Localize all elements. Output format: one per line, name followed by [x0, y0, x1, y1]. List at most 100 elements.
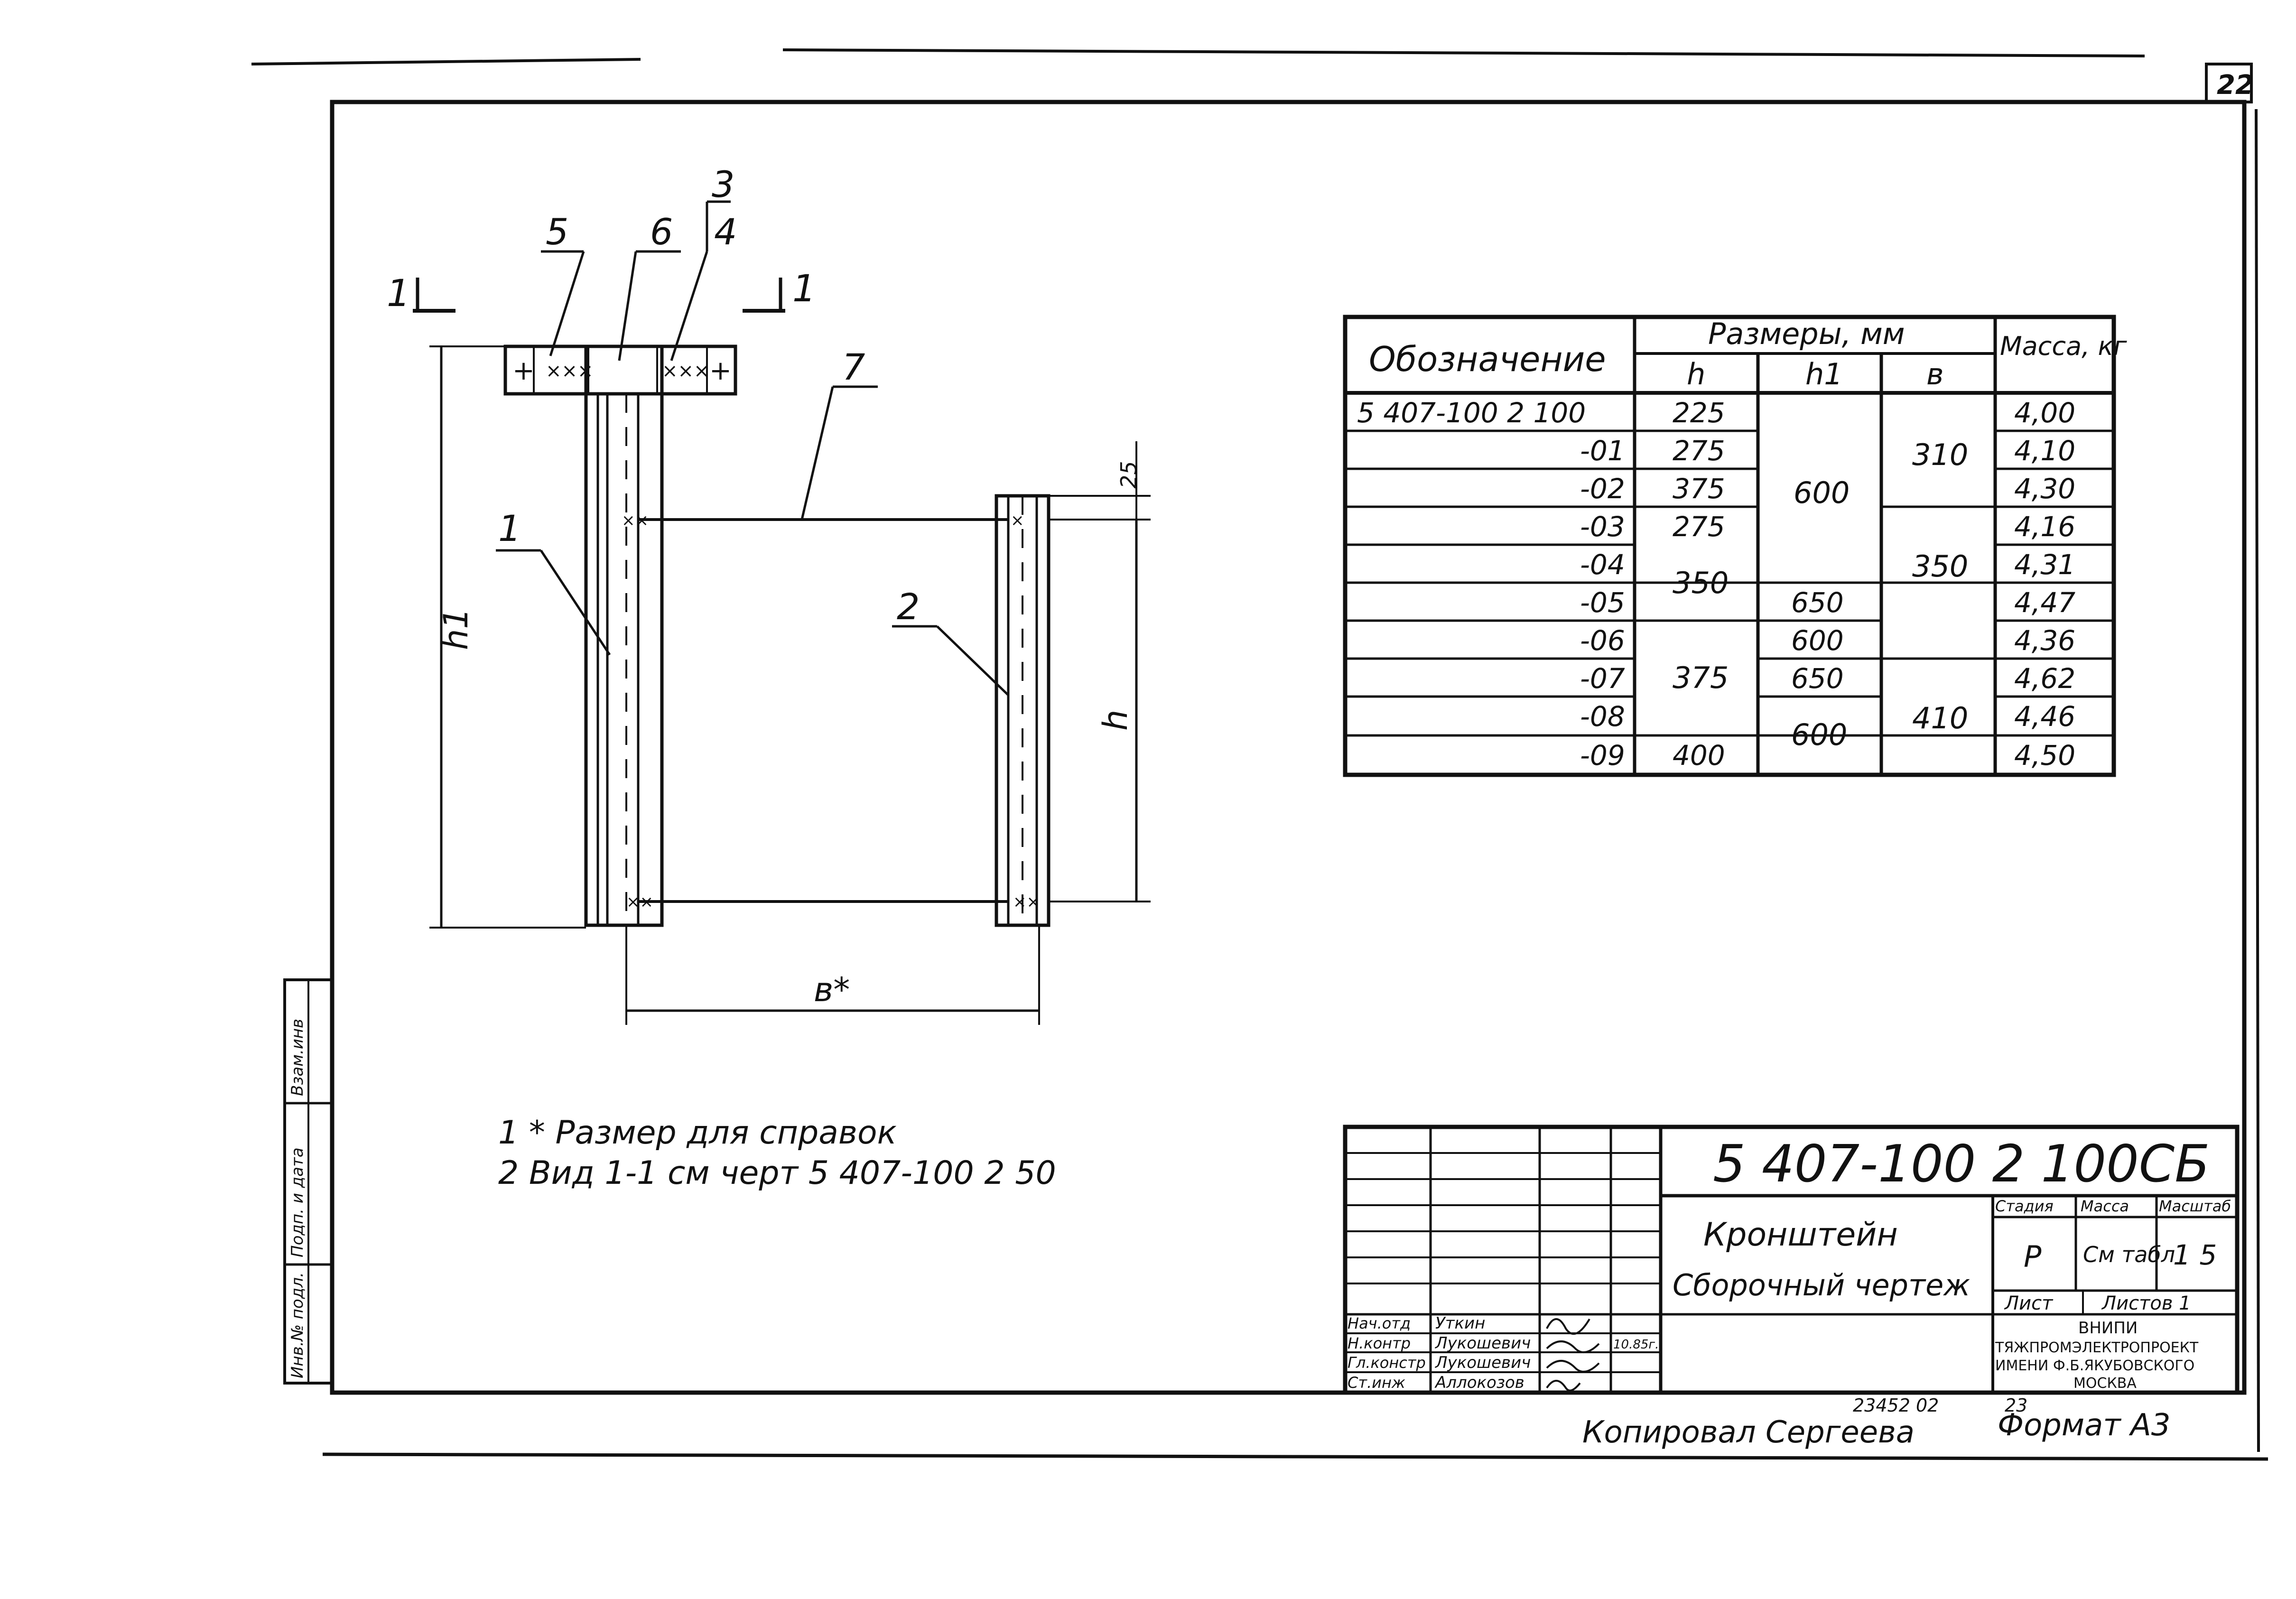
row-9-designation: -09	[1580, 739, 1625, 772]
callout-1: 1	[498, 507, 521, 549]
col-sizes-header: Размеры, мм	[1708, 316, 1905, 351]
sig-name-3: Аллокозов	[1434, 1373, 1524, 1392]
bottom-edge-line	[322, 1452, 2268, 1461]
col-h1-header: h1	[1805, 357, 1843, 391]
callout-6: 6	[650, 211, 673, 253]
title-name-line2: Сборочный чертеж	[1673, 1268, 1970, 1302]
top-edge-line-2	[782, 48, 2145, 57]
col-mass-header: Масса, кг	[2000, 331, 2127, 361]
scale-label: Масштаб	[2159, 1197, 2231, 1215]
stage-value: Р	[2024, 1239, 2042, 1274]
merged-b-350: 350	[1912, 549, 1968, 584]
row-9-h: 400	[1673, 739, 1725, 772]
svg-text:+: +	[512, 355, 535, 386]
signature-rows: Нач.отд Уткин Н.контр Лукошевич 10.85г. …	[1348, 1314, 1659, 1392]
row-8-designation: -08	[1580, 700, 1625, 733]
sig-name-0: Уткин	[1435, 1314, 1485, 1333]
dim-h-label: h	[1096, 710, 1135, 731]
row-0-h: 225	[1673, 397, 1725, 429]
sheet-label: Лист	[2004, 1292, 2054, 1314]
signature-scribble	[1546, 1360, 1600, 1373]
row-2-h: 375	[1673, 473, 1725, 505]
stamp-small-2: 23	[2005, 1395, 2027, 1416]
dim-h1-label: h1	[437, 608, 475, 650]
format-label: Формат А3	[1998, 1408, 2171, 1443]
svg-text:×: ×	[1011, 511, 1024, 530]
sheets-label: Листов 1	[2101, 1292, 2191, 1314]
right-edge-line	[2255, 109, 2260, 1452]
callout-3: 3	[712, 163, 734, 205]
callout-5: 5	[546, 211, 568, 253]
signature-scribble	[1546, 1318, 1590, 1335]
row-7-mass: 4,62	[2014, 662, 2075, 695]
merged-h1-600-b: 600	[1791, 624, 1844, 657]
row-2-mass: 4,30	[2014, 473, 2075, 505]
signature-scribble	[1546, 1380, 1581, 1392]
mass-label: Масса	[2081, 1197, 2129, 1215]
row-0-designation: 5 407-100 2 100	[1357, 397, 1586, 429]
page-number-box	[2205, 63, 2253, 103]
svg-text:+: +	[709, 355, 732, 386]
merged-h-375: 375	[1673, 660, 1729, 695]
side-stamp-cell-3: Инв.№ подл.	[288, 1272, 307, 1378]
row-9-mass: 4,50	[2014, 739, 2075, 772]
signature-scribble	[1546, 1340, 1600, 1353]
svg-text:××: ××	[626, 892, 653, 911]
col-b-header: в	[1926, 357, 1944, 391]
row-1-designation: -01	[1580, 435, 1625, 467]
sig-name-2: Лукошевич	[1434, 1353, 1531, 1372]
section-label-left: 1	[387, 272, 410, 315]
row-3-h: 275	[1673, 511, 1725, 543]
callout-4: 4	[714, 211, 737, 253]
title-name-line1: Кронштейн	[1703, 1216, 1898, 1254]
svg-text:××: ××	[1013, 892, 1040, 911]
drawing-frame	[330, 100, 2247, 1395]
note-2: 2 Вид 1-1 см черт 5 407-100 2 50	[498, 1154, 1056, 1192]
stage-label: Стадия	[1995, 1197, 2054, 1215]
merged-h1-600-c: 600	[1791, 717, 1847, 752]
page-number: 22	[2217, 70, 2254, 101]
section-label-right: 1	[792, 268, 816, 310]
callout-2: 2	[897, 586, 920, 628]
sig-role-2: Гл.констр	[1348, 1354, 1426, 1372]
merged-h1-650-a: 650	[1791, 586, 1844, 619]
row-1-mass: 4,10	[2014, 435, 2075, 467]
svg-text:××: ××	[622, 511, 649, 530]
sig-date-1: 10.85г.	[1613, 1338, 1659, 1352]
row-8-mass: 4,46	[2014, 700, 2075, 733]
merged-h1-600-a: 600	[1794, 475, 1850, 510]
org-line4: МОСКВА	[2073, 1375, 2137, 1392]
mass-value: См табл	[2083, 1242, 2175, 1267]
row-2-designation: -02	[1580, 473, 1625, 505]
sig-role-3: Ст.инж	[1348, 1374, 1405, 1392]
side-stamp-cell-2: Подп. и дата	[288, 1147, 307, 1257]
row-3-designation: -03	[1580, 511, 1625, 543]
col-h-header: h	[1687, 357, 1705, 391]
row-3-mass: 4,16	[2014, 511, 2075, 543]
merged-h-350: 350	[1673, 566, 1729, 600]
callout-7: 7	[842, 346, 865, 388]
merged-b-410: 410	[1912, 701, 1968, 735]
row-7-designation: -07	[1580, 662, 1625, 695]
svg-text:×××: ×××	[662, 360, 710, 382]
note-1: 1 * Размер для справок	[498, 1114, 897, 1152]
stamp-small-1: 23452 02	[1853, 1395, 1939, 1416]
row-1-h: 275	[1673, 435, 1725, 467]
sig-role-1: Н.контр	[1348, 1334, 1411, 1352]
sig-role-0: Нач.отд	[1348, 1314, 1411, 1332]
org-line2: ТЯЖПРОМЭЛЕКТРОПРОЕКТ	[1995, 1339, 2199, 1356]
sig-name-1: Лукошевич	[1434, 1334, 1531, 1353]
row-5-mass: 4,47	[2014, 586, 2075, 619]
org-line1: ВНИПИ	[2078, 1319, 2138, 1338]
dimensions-table	[1343, 315, 2116, 777]
col-designation-header: Обозначение	[1369, 339, 1606, 379]
row-6-designation: -06	[1580, 624, 1625, 657]
side-stamp: Взам.инв Подп. и дата Инв.№ подл.	[283, 978, 334, 1385]
row-6-mass: 4,36	[2014, 624, 2075, 657]
merged-b-310: 310	[1912, 437, 1968, 472]
merged-h1-650-b: 650	[1791, 662, 1844, 695]
org-line3: ИМЕНИ Ф.Б.ЯКУБОВСКОГО	[1995, 1357, 2194, 1374]
side-stamp-cell-1: Взам.инв	[288, 1019, 307, 1096]
